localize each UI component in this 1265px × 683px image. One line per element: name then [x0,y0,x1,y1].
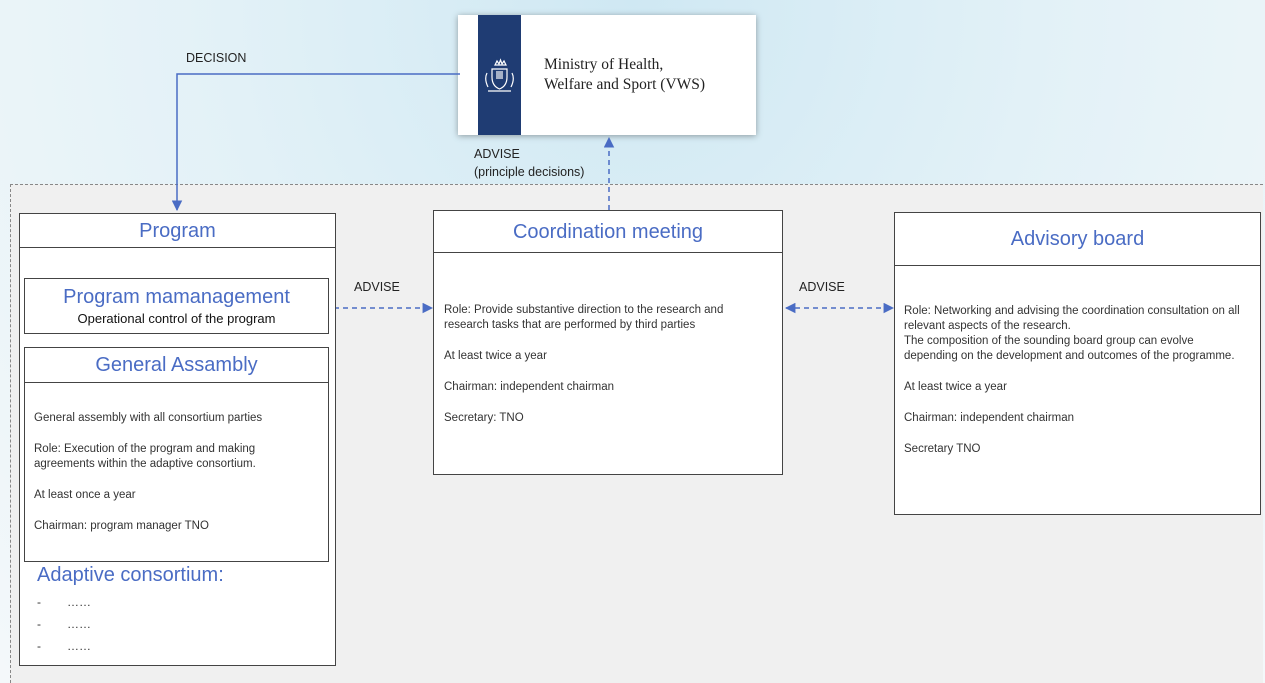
advisory-board-body: Role: Networking and advising the coordi… [895,266,1260,457]
coordination-line: Role: Provide substantive direction to t… [444,304,724,331]
decision-label: DECISION [186,51,247,65]
program-management-title: Program mamanagement [63,286,290,308]
program-title: Program [20,214,335,248]
ministry-box: Ministry of Health, Welfare and Sport (V… [458,15,756,135]
coat-of-arms-icon [485,58,514,92]
program-management-box: Program mamanagement Operational control… [24,278,329,334]
program-management-subtitle: Operational control of the program [77,311,276,326]
advise-label-left: ADVISE [354,280,400,294]
advise-label-right: ADVISE [799,280,845,294]
ministry-emblem [478,15,521,135]
advisory-line: Chairman: independent chairman [904,412,1075,424]
general-assembly-line: Role: Execution of the program and makin… [34,443,256,470]
general-assembly-body: General assembly with all consortium par… [25,383,328,534]
coordination-meeting-title: Coordination meeting [434,211,782,253]
consortium-item: -…… [37,617,91,631]
advisory-board-box: Advisory board Role: Networking and advi… [894,212,1261,515]
consortium-item: -…… [37,595,91,609]
coordination-line: Secretary: TNO [444,412,524,424]
coordination-meeting-box: Coordination meeting Role: Provide subst… [433,210,783,475]
general-assembly-line: Chairman: program manager TNO [34,520,209,532]
ministry-name: Ministry of Health, Welfare and Sport (V… [544,56,706,93]
advisory-board-title: Advisory board [895,213,1260,266]
advise-principle-label: ADVISE (principle decisions) [474,147,585,179]
general-assembly-box: General Assambly General assembly with a… [24,347,329,562]
general-assembly-line: General assembly with all consortium par… [34,412,263,424]
advisory-line: Role: Networking and advising the coordi… [904,305,1240,362]
coordination-line: At least twice a year [444,350,547,362]
consortium-item: -…… [37,639,91,653]
advisory-line: Secretary TNO [904,443,981,455]
general-assembly-title: General Assambly [25,348,328,383]
coordination-line: Chairman: independent chairman [444,381,615,393]
general-assembly-line: At least once a year [34,489,136,501]
adaptive-consortium-title: Adaptive consortium: [37,564,224,586]
advisory-line: At least twice a year [904,381,1007,393]
coordination-meeting-body: Role: Provide substantive direction to t… [434,253,782,426]
